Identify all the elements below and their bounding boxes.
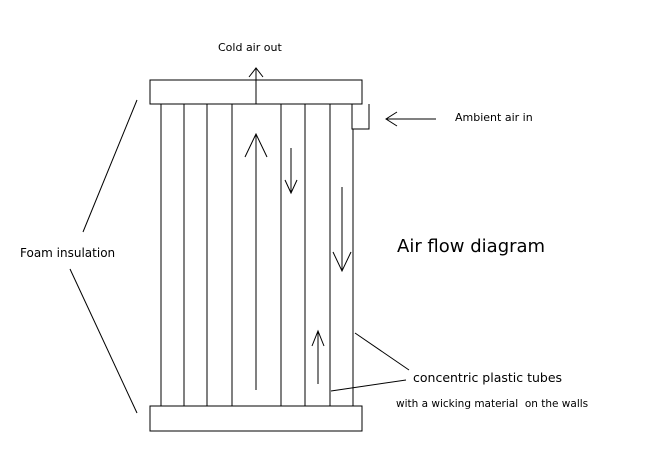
tubes-pointer-left	[330, 379, 407, 392]
down-arrow-outer	[332, 187, 352, 273]
up-arrow-outer	[311, 329, 325, 384]
foam-pointer-top	[82, 99, 138, 233]
tubes-label-line2: with a wicking material on the walls	[396, 398, 588, 410]
diagram-title: Air flow diagram	[397, 236, 545, 257]
tubes-pointer-right	[354, 332, 410, 371]
ambient-air-inlet	[351, 104, 370, 130]
ambient-air-in-label: Ambient air in	[455, 111, 533, 124]
concentric-tubes	[160, 104, 354, 406]
foam-pointer-bottom	[69, 268, 138, 414]
down-arrow-inner	[284, 148, 298, 195]
bottom-base	[149, 405, 363, 432]
foam-insulation-label: Foam insulation	[20, 246, 115, 260]
up-arrow-center	[244, 132, 268, 390]
tubes-label-line1: concentric plastic tubes	[413, 370, 562, 385]
cold-air-out-arrow	[248, 67, 264, 104]
cold-air-out-label: Cold air out	[218, 41, 282, 54]
ambient-air-in-arrow	[385, 111, 436, 127]
